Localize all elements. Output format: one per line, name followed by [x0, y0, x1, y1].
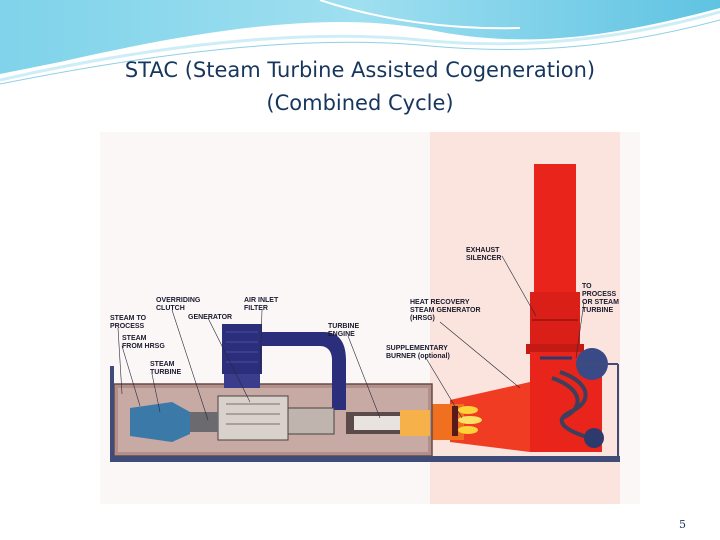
label-air-inlet-filter: AIR INLET — [244, 297, 279, 304]
label-supplementary-burner: SUPPLEMENTARY — [386, 345, 448, 352]
hrsg-duct — [450, 382, 530, 452]
label-generator: GENERATOR — [188, 314, 232, 321]
page-number: 5 — [679, 518, 686, 531]
header-wave-decoration — [0, 0, 720, 85]
slide-title-line2: (Combined Cycle) — [266, 91, 454, 115]
label-steam-from-hrsg: STEAM — [122, 335, 147, 342]
label-turbine-engine: TURBINE — [328, 323, 359, 330]
label-to-process: TO — [582, 283, 592, 290]
label-steam-to-process-2: PROCESS — [110, 323, 145, 330]
exhaust-silencer — [530, 292, 580, 346]
label-hrsg-3: (HRSG) — [410, 315, 435, 322]
label-steam-from-hrsg-2: FROM HRSG — [122, 343, 165, 350]
label-to-process-4: TURBINE — [582, 307, 613, 314]
steam-turbine — [130, 402, 190, 442]
leader-lines — [117, 255, 585, 421]
label-steam-turbine-2: TURBINE — [150, 369, 181, 376]
label-steam-turbine: STEAM — [150, 361, 175, 368]
label-overriding-clutch: OVERRIDING — [156, 297, 201, 304]
label-exhaust-silencer-2: SILENCER — [466, 255, 501, 262]
base-frame — [110, 456, 620, 462]
label-hrsg-2: STEAM GENERATOR — [410, 307, 481, 314]
label-to-process-2: PROCESS — [582, 291, 617, 298]
slide-title-line1: STAC (Steam Turbine Assisted Cogeneratio… — [124, 58, 596, 82]
stac-cogeneration-diagram: EXHAUST SILENCER TO PROCESS OR STEAM TUR… — [100, 132, 640, 504]
label-air-inlet-filter-2: FILTER — [244, 305, 268, 312]
gearbox — [287, 407, 335, 435]
overriding-clutch — [190, 412, 218, 432]
label-steam-to-process: STEAM TO — [110, 315, 147, 322]
hrsg-steam-coils — [551, 370, 591, 440]
label-supplementary-burner-2: BURNER (optional) — [386, 353, 450, 360]
label-to-process-3: OR STEAM — [582, 299, 619, 306]
generator — [217, 395, 289, 441]
lower-drum-icon — [584, 428, 604, 448]
label-turbine-engine-2: ENGINE — [328, 331, 355, 338]
air-intake-duct — [262, 332, 346, 410]
supplementary-burner-flames — [452, 406, 482, 436]
label-overriding-clutch-2: CLUTCH — [156, 305, 185, 312]
exhaust-stack — [534, 164, 576, 294]
label-hrsg: HEAT RECOVERY — [410, 299, 470, 306]
label-exhaust-silencer: EXHAUST — [466, 247, 500, 254]
